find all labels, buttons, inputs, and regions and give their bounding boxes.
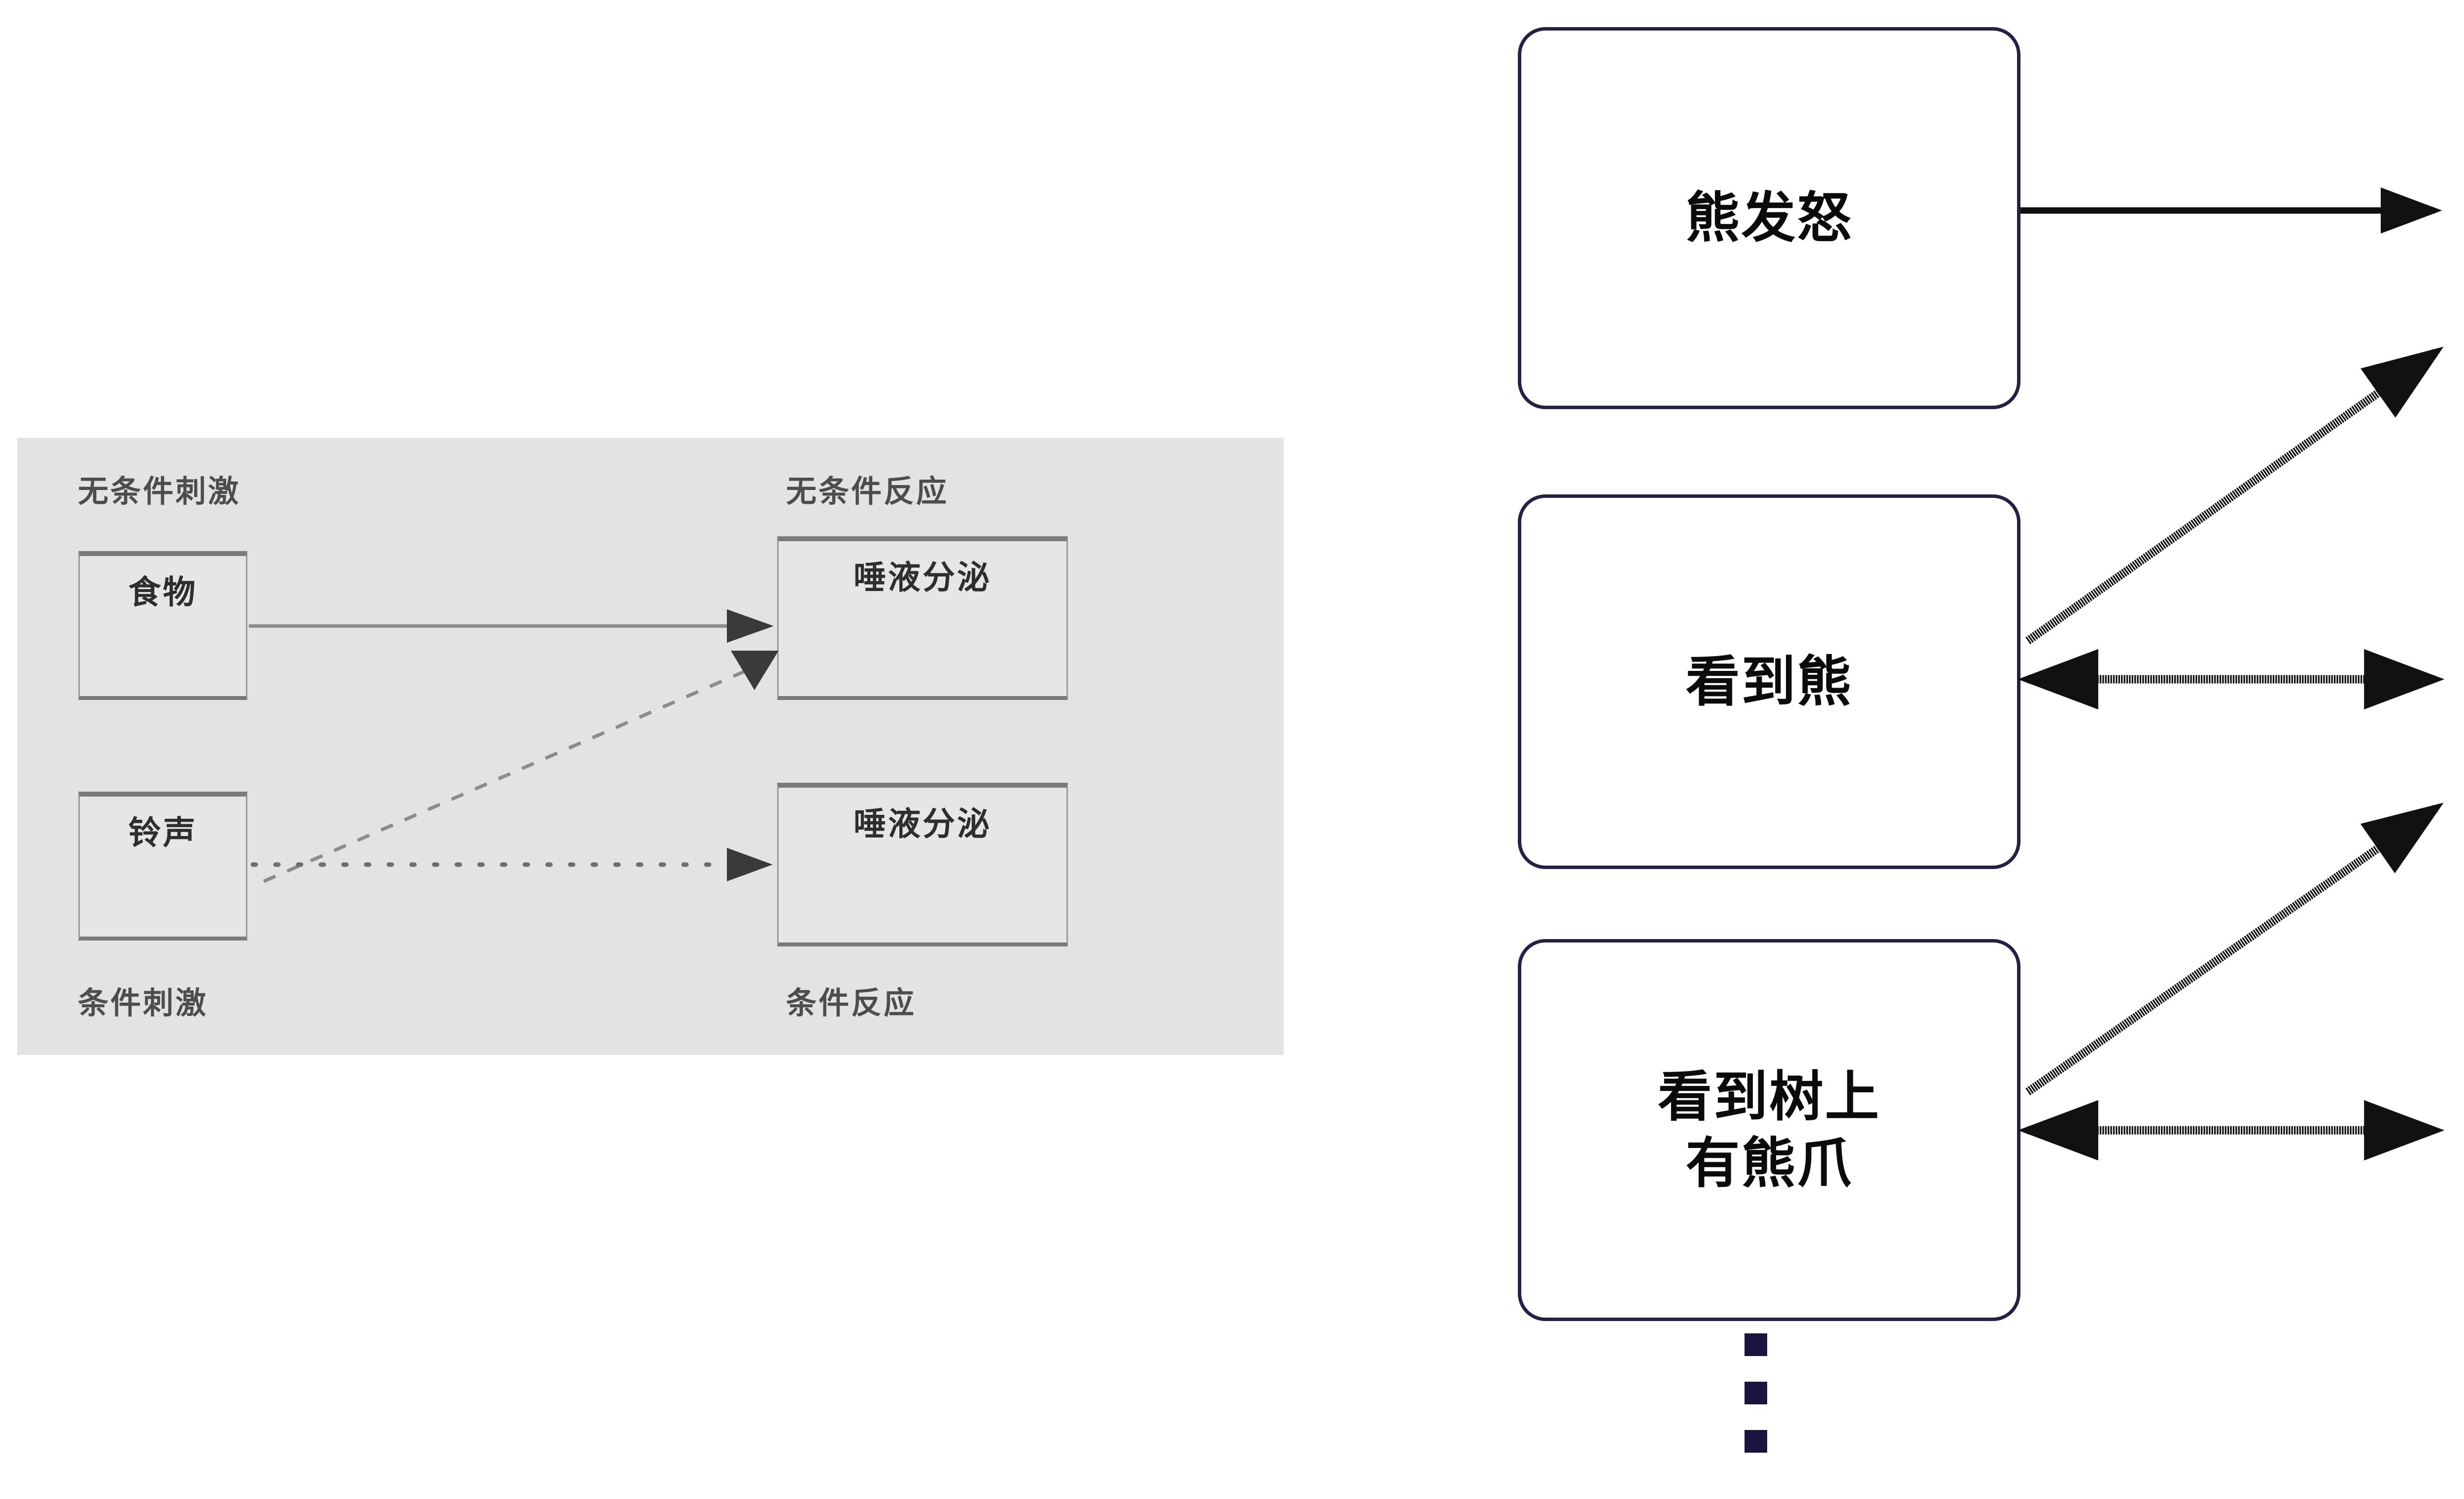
cc-box-bell: 铃声: [78, 792, 247, 941]
rl-box-bear-angry: 熊发怒: [1518, 27, 2020, 409]
cc-box-food-label: 食物: [128, 573, 198, 611]
conditioned-response-label: 条件反应: [786, 985, 917, 1021]
rl-box-bear-angry-label: 熊发怒: [1685, 186, 1853, 250]
classical-conditioning-panel: 无条件刺激 无条件反应 条件刺激 条件反应 食物 铃声 唾液分泌 唾液分泌: [17, 438, 1284, 1055]
cc-box-salivation-bottom-label: 唾液分泌: [854, 805, 992, 843]
cc-box-bell-label: 铃声: [128, 814, 198, 852]
cc-box-food: 食物: [78, 551, 247, 700]
cc-box-salivation-bottom: 唾液分泌: [777, 783, 1068, 946]
rl-box-see-claw-line-2: 有熊爪: [1685, 1131, 1853, 1195]
ellipsis-dot: [1745, 1430, 1767, 1453]
unconditioned-response-label: 无条件反应: [786, 473, 949, 509]
cc-arrow-food-to-salivation: [249, 609, 774, 643]
rl-arrow-see-claw-to-v-s-prime: [2025, 802, 2444, 1095]
rl-value-diagram-panel: 熊发怒 看到熊 看到树上 有熊爪 奖励 V(s′) V(s): [1429, 0, 2464, 1499]
rl-box-see-claw: 看到树上 有熊爪: [1518, 939, 2020, 1321]
cc-box-salivation-top: 唾液分泌: [777, 536, 1068, 700]
rl-arrow-see-bear-to-reward: [2025, 347, 2444, 644]
cc-arrow-bell-to-salivation-bottom: [250, 848, 773, 881]
rl-box-see-claw-label: 看到树上 有熊爪: [1658, 1064, 1881, 1196]
ellipsis-dot: [1745, 1333, 1767, 1356]
cc-arrow-layer: [249, 609, 779, 883]
conditioned-stimulus-label: 条件刺激: [78, 985, 208, 1021]
unconditioned-stimulus-label: 无条件刺激: [78, 473, 241, 509]
ellipsis-dot: [1745, 1382, 1767, 1404]
rl-box-see-bear-label: 看到熊: [1685, 650, 1853, 713]
rl-box-see-claw-line-1: 看到树上: [1658, 1065, 1881, 1129]
cc-arrow-bell-to-salivation-top: [263, 651, 779, 883]
rl-box-see-bear: 看到熊: [1518, 494, 2020, 869]
cc-box-salivation-top-label: 唾液分泌: [854, 558, 992, 596]
left-column-ellipsis: [1745, 1333, 1767, 1478]
